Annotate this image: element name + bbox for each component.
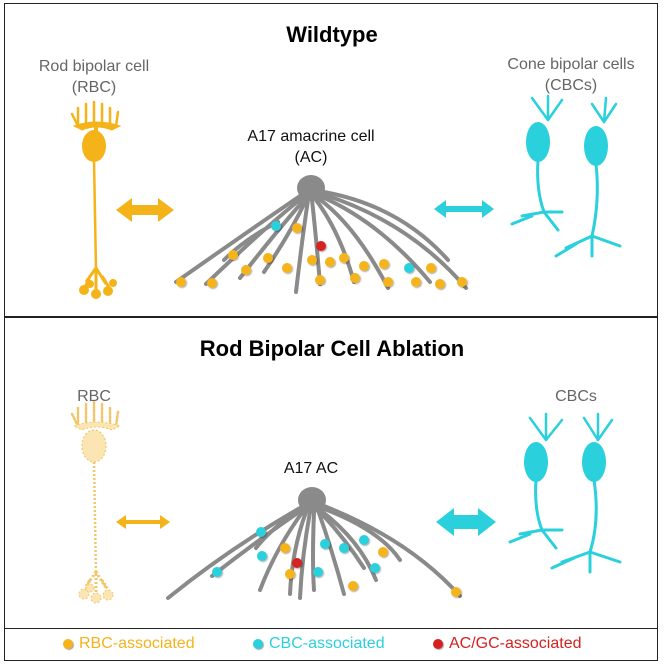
synapse-dots — [176, 221, 467, 289]
double-arrow-icon — [434, 200, 494, 218]
cbc-label-bottom: CBCs — [555, 388, 597, 405]
ablation-panel — [4, 317, 658, 629]
a17-amacrine-cell-icon — [166, 487, 462, 600]
legend: RBC-associated CBC-associated AC/GC-asso… — [4, 629, 658, 661]
acgc-dot-icon — [433, 639, 443, 649]
cbc-label-line2: (CBCs) — [544, 77, 598, 94]
cbc-label: Cone bipolar cells (CBCs) — [486, 54, 656, 96]
cbc-label-line1: Cone bipolar cells — [507, 56, 635, 73]
rbc-label-line1: Rod bipolar cell — [38, 58, 150, 75]
ac-label-bottom: A17 AC — [283, 460, 339, 477]
rbc-label-line2: (RBC) — [71, 79, 117, 96]
legend-acgc-label: AC/GC-associated — [449, 635, 582, 652]
ac-label-line2: (AC) — [294, 149, 328, 166]
legend-cbc: CBC-associated — [253, 635, 385, 653]
wildtype-title: Wildtype — [286, 22, 378, 47]
double-arrow-icon — [436, 508, 496, 536]
a17-amacrine-cell-icon — [174, 175, 468, 294]
rbc-label: Rod bipolar cell (RBC) — [14, 56, 174, 98]
cone-bipolar-cells-icon — [510, 94, 622, 258]
rbc-cell-icon — [70, 100, 122, 299]
ac-label: A17 amacrine cell (AC) — [226, 126, 396, 168]
cone-bipolar-cells-icon — [508, 412, 622, 574]
cbc-dot-icon — [253, 639, 263, 649]
ablated-rbc-cell-icon — [70, 400, 122, 604]
synapse-dots — [212, 527, 461, 597]
double-arrow-icon — [116, 198, 174, 222]
double-arrow-icon — [116, 515, 170, 529]
legend-cbc-label: CBC-associated — [269, 635, 385, 652]
ac-label-line1: A17 amacrine cell — [247, 128, 375, 145]
legend-rbc-label: RBC-associated — [79, 635, 195, 652]
legend-acgc: AC/GC-associated — [433, 635, 582, 653]
legend-rbc: RBC-associated — [63, 635, 195, 653]
rbc-label-bottom: RBC — [77, 388, 111, 405]
rbc-dot-icon — [63, 639, 73, 649]
ablation-title: Rod Bipolar Cell Ablation — [199, 336, 465, 361]
